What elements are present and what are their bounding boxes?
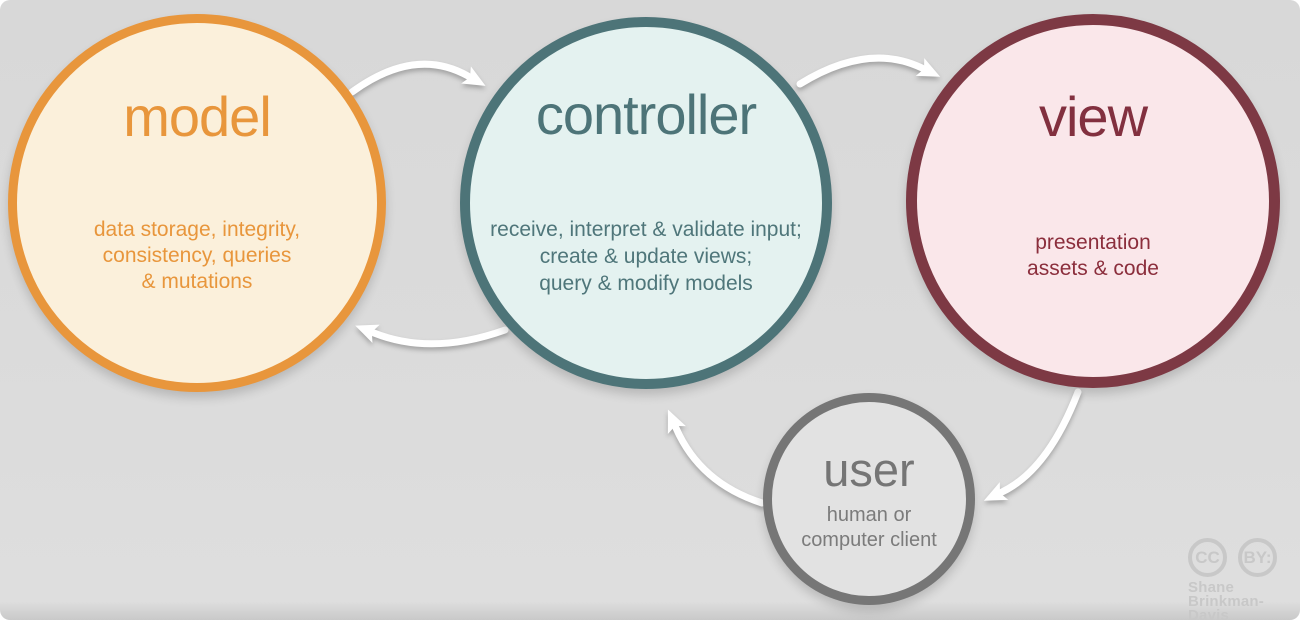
author-first-name: Shane bbox=[1188, 579, 1235, 596]
cc-icon: CC bbox=[1188, 538, 1227, 577]
model-description: data storage, integrity, consistency, qu… bbox=[17, 217, 377, 295]
arrow-user-to-controller-icon bbox=[667, 409, 766, 507]
arrow-controller-to-view-icon bbox=[796, 54, 941, 88]
author-credit: Shane Brinkman-Davis bbox=[1188, 579, 1300, 620]
user-description-line: computer client bbox=[801, 529, 937, 551]
model-circle: model data storage, integrity, consisten… bbox=[8, 14, 386, 392]
controller-description: receive, interpret & validate input; cre… bbox=[470, 216, 822, 297]
user-description: human or computer client bbox=[772, 503, 966, 553]
view-circle: view presentation assets & code bbox=[906, 14, 1280, 388]
controller-description-line: create & update views; bbox=[539, 245, 753, 268]
arrow-view-to-user-icon bbox=[983, 388, 1082, 501]
controller-title: controller bbox=[535, 83, 757, 146]
controller-circle: controller receive, interpret & validate… bbox=[460, 17, 832, 389]
model-description-line: consistency, queries bbox=[102, 244, 292, 267]
model-description-line: data storage, integrity, bbox=[93, 218, 301, 241]
view-description-line: presentation bbox=[1035, 231, 1151, 254]
user-title: user bbox=[823, 443, 915, 496]
controller-description-line: receive, interpret & validate input; bbox=[490, 218, 802, 241]
license-badges: CC BY: bbox=[1188, 538, 1300, 577]
user-description-line: human or bbox=[826, 504, 912, 526]
model-title: model bbox=[123, 85, 272, 148]
view-title: view bbox=[1038, 85, 1148, 148]
author-last-name: Brinkman-Davis bbox=[1188, 593, 1264, 620]
model-description-line: & mutations bbox=[141, 270, 253, 293]
license-attribution: CC BY: Shane Brinkman-Davis bbox=[1188, 538, 1300, 620]
controller-description-line: query & modify models bbox=[539, 272, 753, 295]
arrow-controller-to-model-icon bbox=[355, 324, 509, 348]
view-description: presentation assets & code bbox=[917, 230, 1269, 282]
cc-by-icon: BY: bbox=[1238, 538, 1277, 577]
view-description-line: assets & code bbox=[1027, 257, 1159, 280]
user-circle: user human or computer client bbox=[763, 393, 975, 605]
